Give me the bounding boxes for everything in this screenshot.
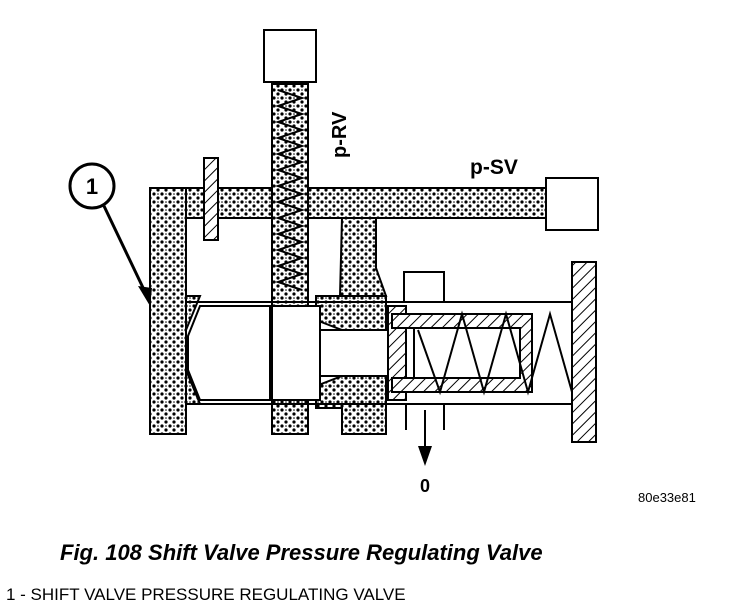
p-sv-label: p-SV [470,156,518,179]
spool-valve [187,305,407,401]
callout-1: 1 [68,162,152,306]
p-rv-label: p-RV [329,111,351,158]
middle-port [315,217,388,331]
exhaust-port [405,404,445,448]
spring-cup [391,313,533,393]
figure-caption: Fig. 108 Shift Valve Pressure Regulating… [60,540,543,565]
p-rv-spring [274,89,306,291]
valve-bore [186,301,576,405]
p-sv-box [545,177,599,231]
return-spring [417,310,573,396]
legend-item: 1 - SHIFT VALVE PRESSURE REGULATING VALV… [6,585,406,604]
exhaust-label: 0 [420,476,430,496]
left-passage [149,187,187,435]
p-rv-box [263,29,317,83]
image-code: 80e33e81 [638,490,696,505]
end-plug [571,261,597,443]
callout-number: 1 [86,174,98,199]
small-port-box [403,271,445,303]
valve-diagram: 1 p-RV p-SV 0 80e33e81 [68,29,696,505]
exhaust-arrow-icon [418,446,432,466]
orifice-plate [203,157,219,241]
leader-arrow-icon [138,286,152,306]
